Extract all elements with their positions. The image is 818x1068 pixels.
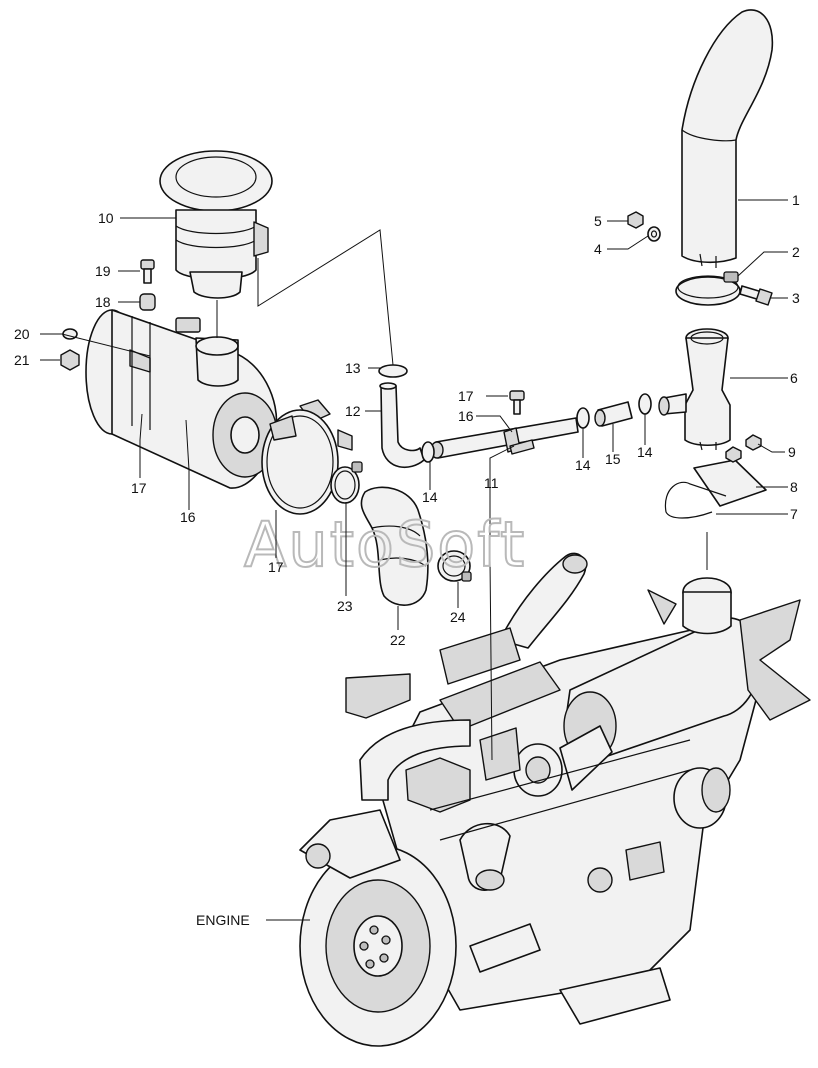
band-clamp-part [261,409,353,515]
mounting-bracket-part [693,459,767,507]
callout-18: 18 [95,294,111,310]
callout-4: 4 [594,241,602,257]
callout-16-body: 16 [180,509,196,525]
callout-21: 21 [14,352,30,368]
leader-lines [40,199,788,921]
engine-assembly [299,552,811,1047]
washer-part [647,226,661,242]
callout-2: 2 [792,244,800,260]
nut-9b-part [745,434,762,451]
callout-1: 1 [792,192,800,208]
callout-14-middle: 14 [575,457,591,473]
callout-5: 5 [594,213,602,229]
hose-clamp-14c-part [638,393,652,415]
bolt-19-part [140,259,155,284]
callout-14-left: 14 [422,489,438,505]
callout-7: 7 [790,506,798,522]
callout-6: 6 [790,370,798,386]
callout-3: 3 [792,290,800,306]
callout-12: 12 [345,403,361,419]
intake-hose-part [360,486,429,606]
hose-clamp-13-part [378,364,408,378]
callout-24: 24 [450,609,466,625]
hose-clamp-14a-part [421,441,435,463]
callout-17-clamp: 17 [268,559,284,575]
callout-15: 15 [605,451,621,467]
callout-9: 9 [788,444,796,460]
hose-clamp-14b-part [576,407,590,429]
exhaust-stack-part [681,9,774,268]
callout-17-left: 17 [131,480,147,496]
u-bolt-part [664,481,727,519]
callout-labels: 1 2 3 4 5 6 7 8 9 10 11 12 13 14 14 14 1… [14,192,800,928]
nut-21-part [60,349,80,371]
callout-22: 22 [390,632,406,648]
callout-engine: ENGINE [196,912,250,928]
callout-23: 23 [337,598,353,614]
callout-14-right: 14 [637,444,653,460]
callout-20: 20 [14,326,30,342]
exhaust-clamp-part [675,271,741,306]
bolt-17-part [509,390,525,415]
nut-9a-part [725,446,742,463]
callout-10: 10 [98,210,114,226]
callout-8: 8 [790,479,798,495]
callout-13: 13 [345,360,361,376]
callout-11: 11 [484,475,499,491]
spacer-18-part [139,293,156,311]
callout-16-pipe: 16 [458,408,474,424]
exhaust-pipe-part [658,328,731,451]
callout-19: 19 [95,263,111,279]
breather-hose-12-part [380,385,425,468]
nut-part [627,211,644,229]
precleaner-cap-part [159,150,273,299]
watermark-text: AutoSoft [244,508,526,581]
clamp-bolt-part [739,285,773,306]
callout-17-bolt: 17 [458,388,474,404]
breather-pipe-part [430,417,579,459]
